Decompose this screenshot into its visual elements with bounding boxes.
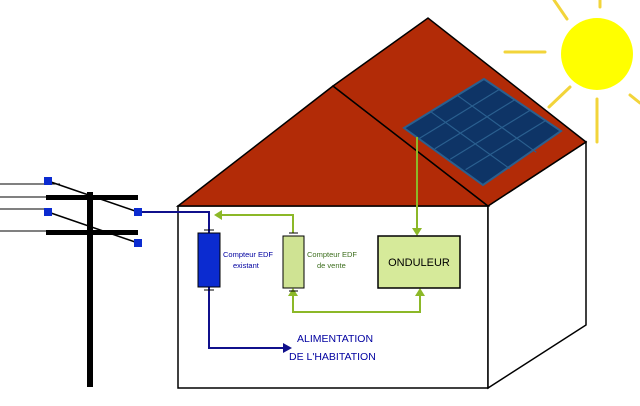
inverter-box: ONDULEUR [377,235,461,289]
inverter-label: ONDULEUR [388,257,450,269]
arrow-into-sale-meter [288,288,298,296]
meter-existing [197,229,221,291]
meter-sale-label-line2: de vente [317,261,346,270]
meter-existing-label-line2: existant [233,261,260,270]
solar-panel-icon [402,77,563,187]
meter-sale-label-line1: Compteur EDF [307,250,357,259]
arrow-to-house-supply [283,343,292,353]
arrow-to-existing-meter [214,210,222,220]
house-supply-label-line1: ALIMENTATION [297,333,373,345]
meter-existing-label-line1: Compteur EDF [223,250,273,259]
solar-wiring [221,137,421,313]
sun-icon [503,0,640,144]
arrow-into-inverter [412,228,422,236]
utility-pole-icon [0,177,142,387]
grid-wiring [142,211,283,349]
meter-sale [282,232,305,292]
house-supply-label-line2: DE L'HABITATION [289,351,376,363]
arrow-up-to-inverter [415,288,425,296]
